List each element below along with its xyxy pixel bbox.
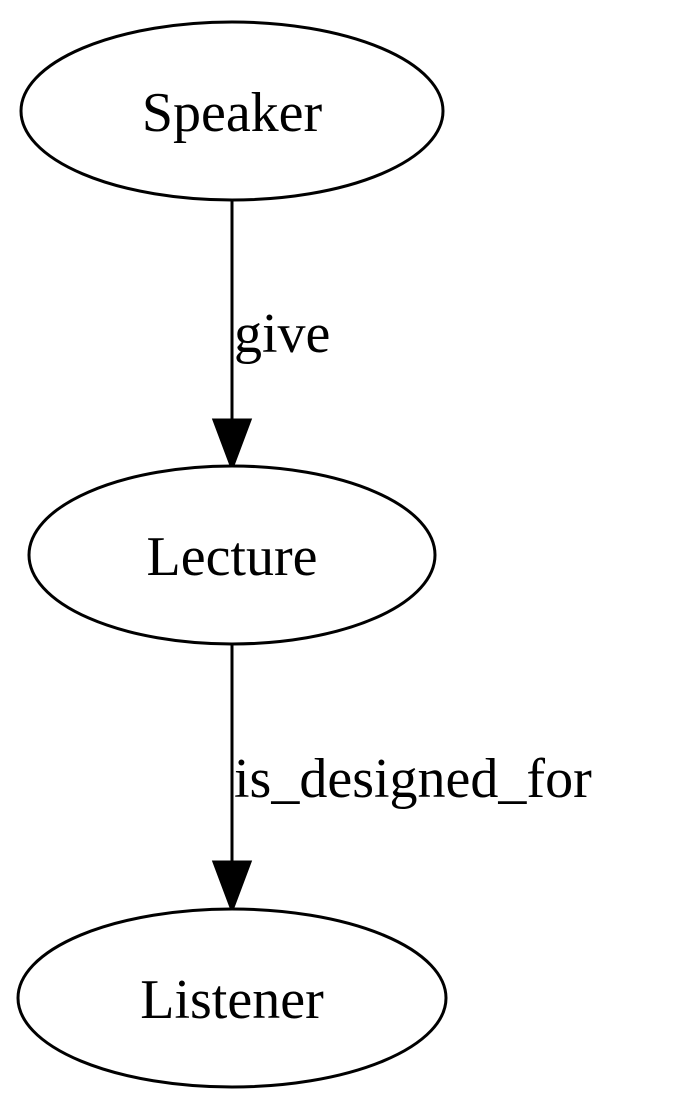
node-lecture: Lecture: [27, 464, 437, 646]
edge-lecture-listener: is_designed_for: [211, 645, 592, 915]
node-listener-label: Listener: [140, 969, 324, 1031]
node-lecture-label: Lecture: [147, 526, 318, 588]
edge-label-is-designed-for: is_designed_for: [234, 748, 592, 810]
node-listener-ellipse: [16, 907, 448, 1089]
edge-speaker-lecture: give: [211, 200, 330, 473]
node-speaker: Speaker: [19, 20, 445, 202]
arrowhead-is-designed-for: [211, 860, 253, 915]
node-speaker-ellipse: [19, 20, 445, 202]
edge-label-give: give: [234, 303, 330, 365]
node-speaker-label: Speaker: [142, 82, 323, 144]
arrowhead-give: [211, 418, 253, 473]
node-lecture-ellipse: [27, 464, 437, 646]
node-listener: Listener: [16, 907, 448, 1089]
